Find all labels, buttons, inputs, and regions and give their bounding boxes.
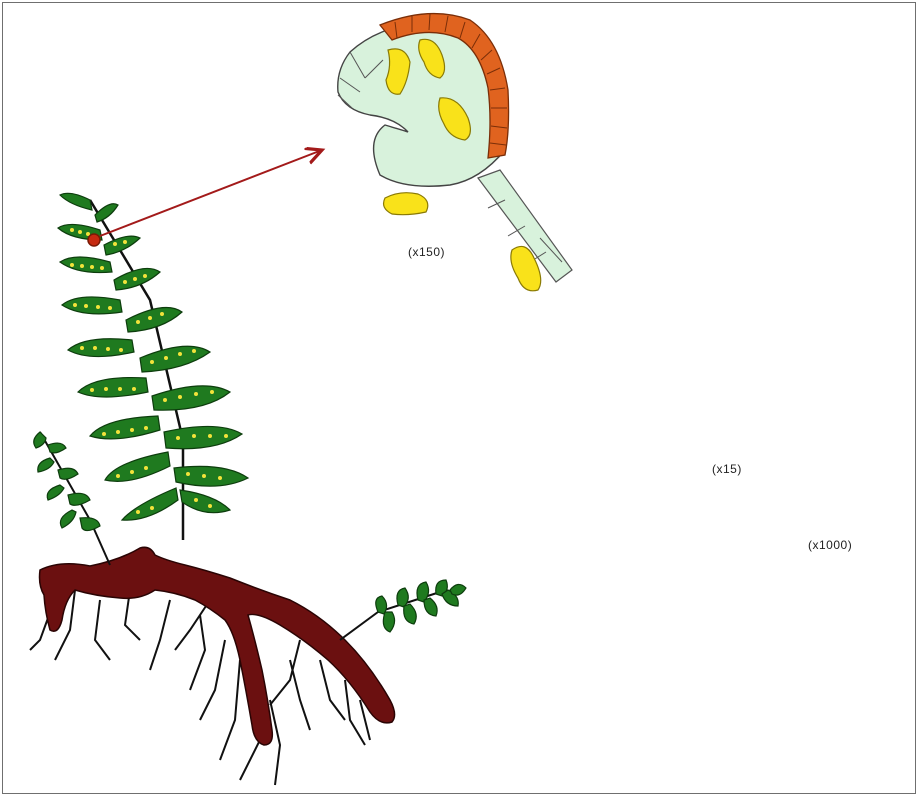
highlighted-sorus	[88, 234, 100, 246]
young-frond-right	[376, 580, 466, 632]
gametangia-magnification-label: (x1000)	[808, 538, 852, 552]
sporangium	[338, 14, 572, 291]
sporangium-magnification-label: (x150)	[408, 245, 445, 259]
sorus-to-sporangium-arrow	[100, 150, 322, 236]
prothallus-magnification-label: (x15)	[712, 462, 742, 476]
fern-sporophyte	[30, 193, 466, 785]
roots	[30, 585, 370, 785]
main-frond	[58, 193, 248, 520]
main-frond-stipe	[90, 200, 183, 540]
